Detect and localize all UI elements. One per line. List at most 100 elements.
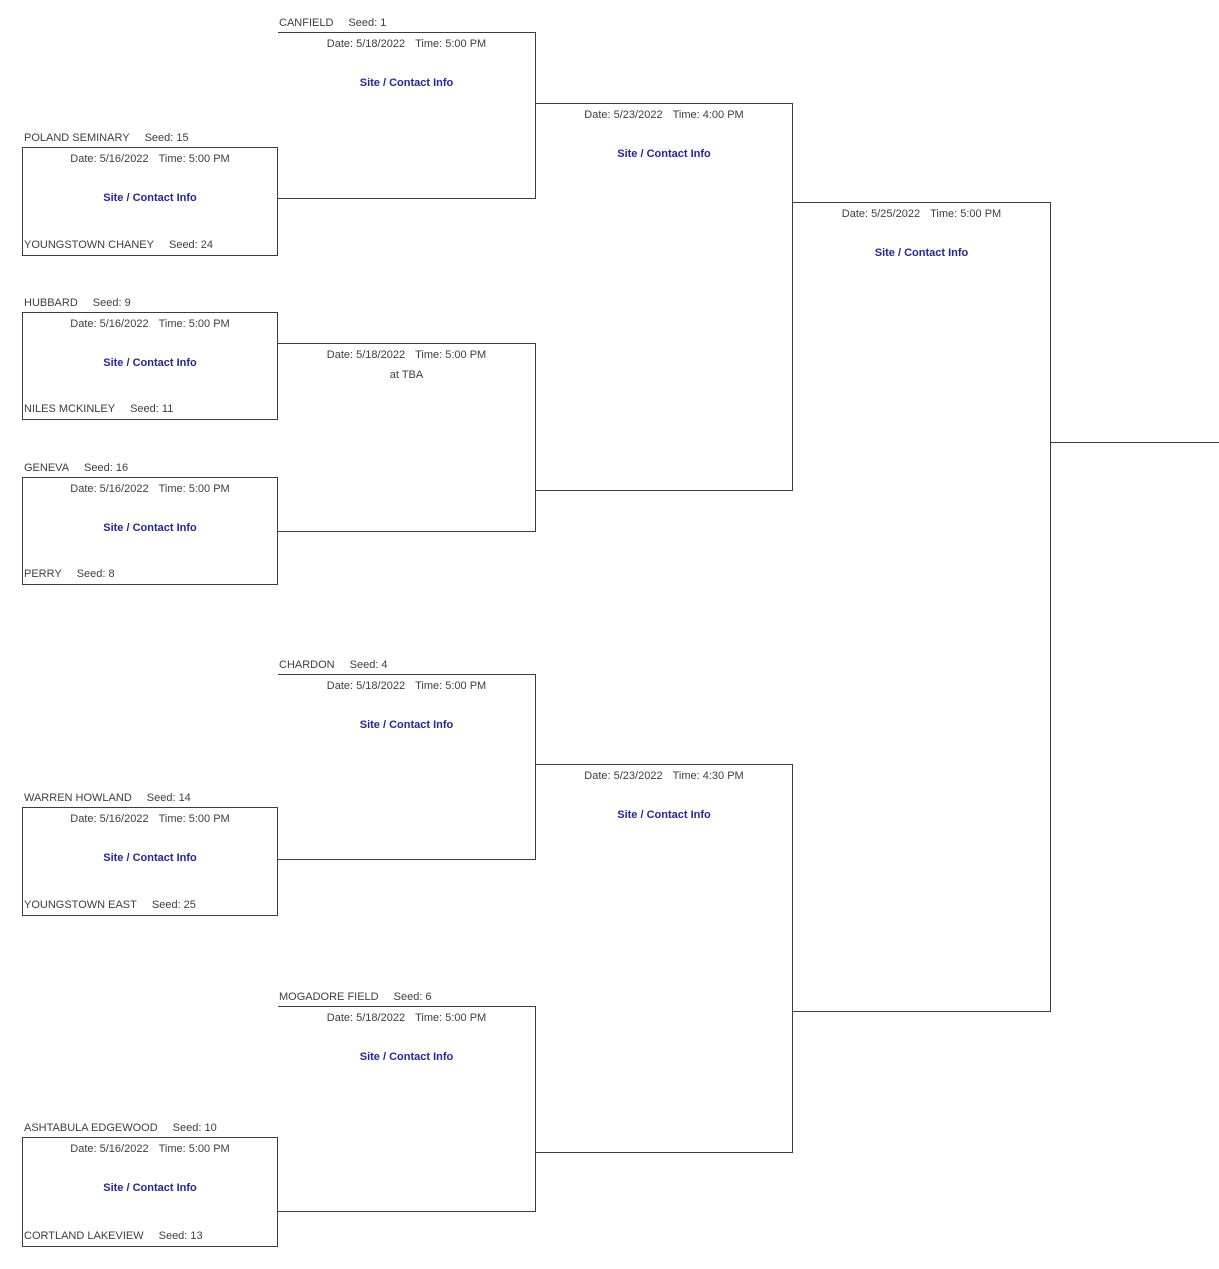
team-name: HUBBARD bbox=[24, 297, 78, 309]
team-label-top: CANFIELD Seed: 1 bbox=[279, 17, 386, 29]
match-date: Date: 5/23/2022 bbox=[584, 109, 663, 121]
team-label-top: CHARDON Seed: 4 bbox=[279, 659, 388, 671]
match-date: Date: 5/18/2022 bbox=[326, 349, 406, 361]
match-datetime: Date: 5/18/2022 Time: 5:00 PM bbox=[278, 38, 535, 50]
match-datetime: Date: 5/16/2022 Time: 5:00 PM bbox=[23, 153, 277, 165]
site-contact-link[interactable]: Site / Contact Info bbox=[103, 852, 197, 864]
match-r2m2: Date: 5/18/2022 Time: 5:00 PM at TBA bbox=[278, 343, 536, 532]
match-r1m3: GENEVA Seed: 16 Date: 5/16/2022 Time: 5:00… bbox=[22, 462, 278, 585]
match-date: Date: 5/16/2022 bbox=[70, 318, 149, 330]
team-seed: Seed: 1 bbox=[348, 17, 387, 29]
team-label-top: GENEVA Seed: 16 bbox=[24, 462, 128, 474]
team-label-bottom: PERRY Seed: 8 bbox=[24, 568, 115, 580]
site-contact-link[interactable]: Site / Contact Info bbox=[874, 247, 969, 259]
match-r1m1: POLAND SEMINARY Seed: 15 Date: 5/16/2022 T… bbox=[22, 132, 278, 256]
match-datetime: Date: 5/18/2022 Time: 5:00 PM bbox=[278, 680, 535, 692]
team-name: YOUNGSTOWN EAST bbox=[24, 899, 137, 911]
team-seed: Seed: 16 bbox=[84, 462, 129, 474]
site-contact-link[interactable]: Site / Contact Info bbox=[359, 77, 454, 89]
match-r2m1: CANFIELD Seed: 1 Date: 5/18/2022 Time: 5:0… bbox=[278, 17, 536, 199]
match-date: Date: 5/23/2022 bbox=[584, 770, 663, 782]
team-name: MOGADORE FIELD bbox=[279, 991, 379, 1003]
match-r2m4: MOGADORE FIELD Seed: 6 Date: 5/18/2022 Tim… bbox=[278, 991, 536, 1212]
match-time: Time: 5:00 PM bbox=[158, 153, 230, 165]
match-time: Time: 5:00 PM bbox=[415, 680, 487, 692]
match-time: Time: 5:00 PM bbox=[158, 318, 230, 330]
match-date: Date: 5/16/2022 bbox=[70, 813, 149, 825]
team-name: PERRY bbox=[24, 568, 62, 580]
match-time: Time: 5:00 PM bbox=[415, 38, 487, 50]
match-r1m2: HUBBARD Seed: 9 Date: 5/16/2022 Time: 5:00… bbox=[22, 297, 278, 420]
match-time: Time: 5:00 PM bbox=[158, 1143, 230, 1155]
team-name: POLAND SEMINARY bbox=[24, 132, 130, 144]
site-contact-link[interactable]: Site / Contact Info bbox=[617, 809, 711, 821]
team-seed: Seed: 8 bbox=[76, 568, 115, 580]
team-label-top: WARREN HOWLAND Seed: 14 bbox=[24, 792, 191, 804]
team-name: CHARDON bbox=[279, 659, 335, 671]
site-contact-link[interactable]: Site / Contact Info bbox=[359, 719, 454, 731]
match-r3m1: Date: 5/23/2022 Time: 4:00 PM Site / Cont… bbox=[536, 103, 793, 491]
match-r1m5: ASHTABULA EDGEWOOD Seed: 10 Date: 5/16/20… bbox=[22, 1122, 278, 1247]
site-contact-link[interactable]: Site / Contact Info bbox=[103, 522, 197, 534]
team-seed: Seed: 10 bbox=[172, 1122, 217, 1134]
team-seed: Seed: 14 bbox=[146, 792, 191, 804]
match-time: Time: 5:00 PM bbox=[158, 813, 230, 825]
team-label-top: ASHTABULA EDGEWOOD Seed: 10 bbox=[24, 1122, 217, 1134]
match-datetime: Date: 5/16/2022 Time: 5:00 PM bbox=[23, 318, 277, 330]
team-label-bottom: NILES MCKINLEY Seed: 11 bbox=[24, 403, 173, 415]
team-name: CANFIELD bbox=[279, 17, 334, 29]
team-seed: Seed: 24 bbox=[168, 239, 214, 251]
match-date: Date: 5/16/2022 bbox=[70, 153, 149, 165]
team-label-bottom: YOUNGSTOWN CHANEY Seed: 24 bbox=[24, 239, 213, 251]
match-datetime: Date: 5/16/2022 Time: 5:00 PM bbox=[23, 483, 277, 495]
champion-line bbox=[1051, 442, 1219, 443]
match-date: Date: 5/16/2022 bbox=[70, 1143, 149, 1155]
team-label-bottom: YOUNGSTOWN EAST Seed: 25 bbox=[24, 899, 196, 911]
team-seed: Seed: 15 bbox=[144, 132, 189, 144]
match-datetime: Date: 5/16/2022 Time: 5:00 PM bbox=[23, 1143, 277, 1155]
team-name: NILES MCKINLEY bbox=[24, 403, 116, 415]
match-datetime: Date: 5/23/2022 Time: 4:00 PM bbox=[536, 109, 792, 121]
match-time: Time: 4:30 PM bbox=[672, 770, 744, 782]
team-name: GENEVA bbox=[24, 462, 70, 474]
match-time: Time: 5:00 PM bbox=[415, 349, 487, 361]
match-date: Date: 5/25/2022 bbox=[841, 208, 921, 220]
team-seed: Seed: 13 bbox=[158, 1230, 203, 1242]
team-name: YOUNGSTOWN CHANEY bbox=[24, 239, 154, 251]
match-datetime: Date: 5/18/2022 Time: 5:00 PM bbox=[278, 349, 535, 361]
team-label-top: POLAND SEMINARY Seed: 15 bbox=[24, 132, 189, 144]
match-datetime: Date: 5/16/2022 Time: 5:00 PM bbox=[23, 813, 277, 825]
match-time: Time: 5:00 PM bbox=[415, 1012, 487, 1024]
match-date: Date: 5/18/2022 bbox=[326, 38, 406, 50]
team-name: ASHTABULA EDGEWOOD bbox=[24, 1122, 158, 1134]
team-seed: Seed: 6 bbox=[393, 991, 432, 1003]
team-seed: Seed: 11 bbox=[130, 403, 174, 415]
venue-label: at TBA bbox=[389, 369, 424, 381]
team-label-top: HUBBARD Seed: 9 bbox=[24, 297, 131, 309]
team-seed: Seed: 9 bbox=[92, 297, 131, 309]
match-date: Date: 5/16/2022 bbox=[70, 483, 149, 495]
team-name: CORTLAND LAKEVIEW bbox=[24, 1230, 144, 1242]
match-datetime: Date: 5/18/2022 Time: 5:00 PM bbox=[278, 1012, 535, 1024]
team-label-top: MOGADORE FIELD Seed: 6 bbox=[279, 991, 432, 1003]
match-date: Date: 5/18/2022 bbox=[326, 680, 406, 692]
match-r2m3: CHARDON Seed: 4 Date: 5/18/2022 Time: 5:00… bbox=[278, 659, 536, 860]
site-contact-link[interactable]: Site / Contact Info bbox=[359, 1051, 454, 1063]
team-seed: Seed: 4 bbox=[349, 659, 388, 671]
match-r3m2: Date: 5/23/2022 Time: 4:30 PM Site / Cont… bbox=[536, 764, 793, 1153]
team-label-bottom: CORTLAND LAKEVIEW Seed: 13 bbox=[24, 1230, 203, 1242]
match-datetime: Date: 5/23/2022 Time: 4:30 PM bbox=[536, 770, 792, 782]
match-r1m4: WARREN HOWLAND Seed: 14 Date: 5/16/2022 Ti… bbox=[22, 792, 278, 916]
team-seed: Seed: 25 bbox=[151, 899, 196, 911]
site-contact-link[interactable]: Site / Contact Info bbox=[103, 192, 197, 204]
site-contact-link[interactable]: Site / Contact Info bbox=[103, 1182, 197, 1194]
match-time: Time: 4:00 PM bbox=[672, 109, 744, 121]
match-date: Date: 5/18/2022 bbox=[326, 1012, 406, 1024]
match-time: Time: 5:00 PM bbox=[158, 483, 230, 495]
site-contact-link[interactable]: Site / Contact Info bbox=[617, 148, 711, 160]
team-name: WARREN HOWLAND bbox=[24, 792, 132, 804]
site-contact-link[interactable]: Site / Contact Info bbox=[103, 357, 197, 369]
